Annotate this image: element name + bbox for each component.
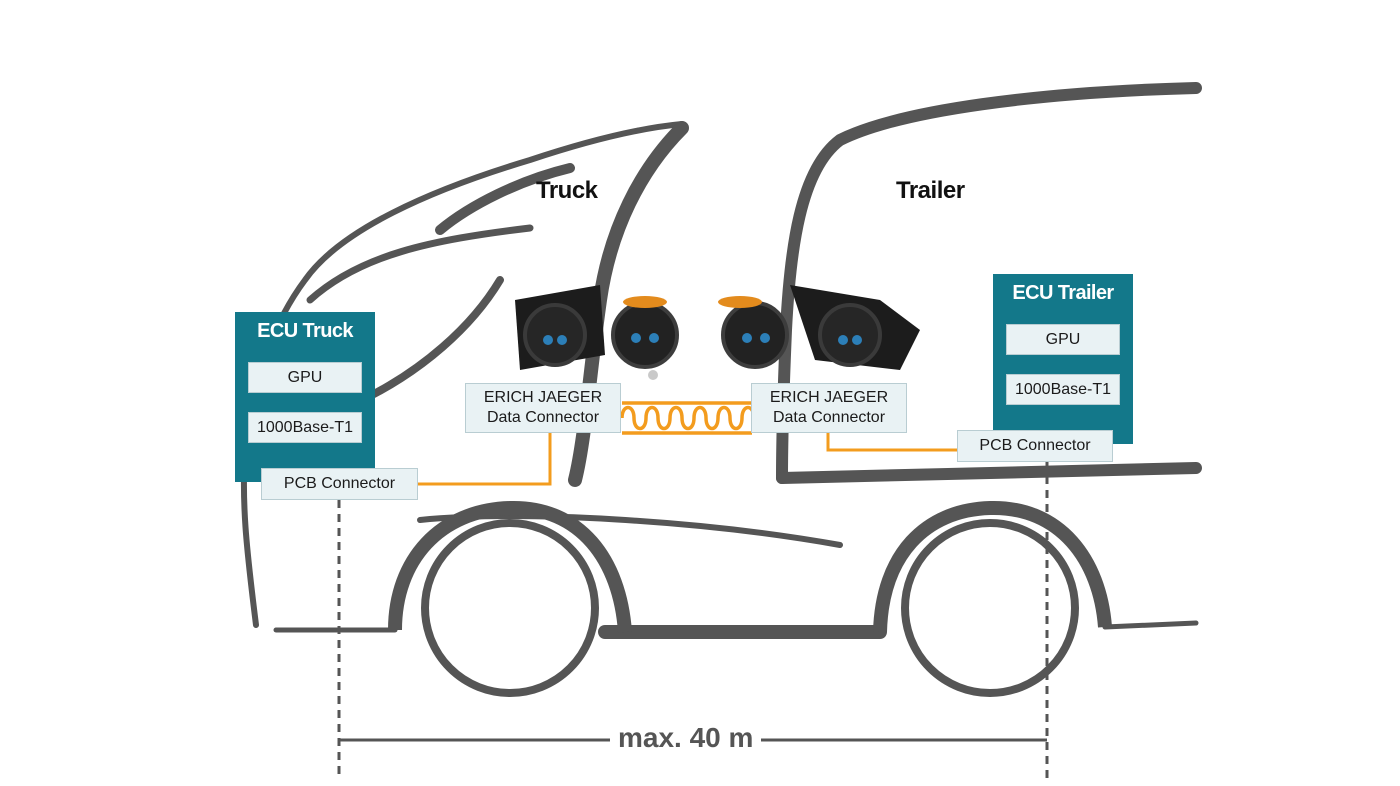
trailer-socket-illustration <box>718 285 920 370</box>
gpu-chip: GPU <box>1006 324 1120 355</box>
label-line-1: ERICH JAEGER <box>483 389 603 406</box>
truck-heading: Truck <box>536 177 598 204</box>
label-line-2: Data Connector <box>772 409 886 426</box>
truck-data-connector-label: ERICH JAEGER Data Connector <box>465 383 621 433</box>
gpu-chip: GPU <box>248 362 362 393</box>
distance-label: max. 40 m <box>610 722 762 754</box>
front-wheel <box>388 500 632 697</box>
ecu-trailer-title: ECU Trailer <box>1012 282 1114 304</box>
cable-runs <box>418 432 958 486</box>
trailer-pcb-connector-label: PCB Connector <box>957 430 1113 462</box>
ecu-truck-box: ECU Truck GPU 1000Base-T1 <box>235 312 375 482</box>
label-line-1: ERICH JAEGER <box>769 389 889 406</box>
coiled-cable <box>620 401 756 435</box>
truck-pcb-connector-label: PCB Connector <box>261 468 418 500</box>
label-line-2: Data Connector <box>486 409 600 426</box>
trailer-data-connector-label: ERICH JAEGER Data Connector <box>751 383 907 433</box>
truck-socket-illustration <box>515 285 679 380</box>
rear-wheel <box>873 500 1112 697</box>
phy-chip: 1000Base-T1 <box>1006 374 1120 405</box>
ecu-trailer-box: ECU Trailer GPU 1000Base-T1 <box>993 274 1133 444</box>
phy-chip: 1000Base-T1 <box>248 412 362 443</box>
ecu-truck-title: ECU Truck <box>257 320 353 342</box>
trailer-heading: Trailer <box>896 177 965 204</box>
